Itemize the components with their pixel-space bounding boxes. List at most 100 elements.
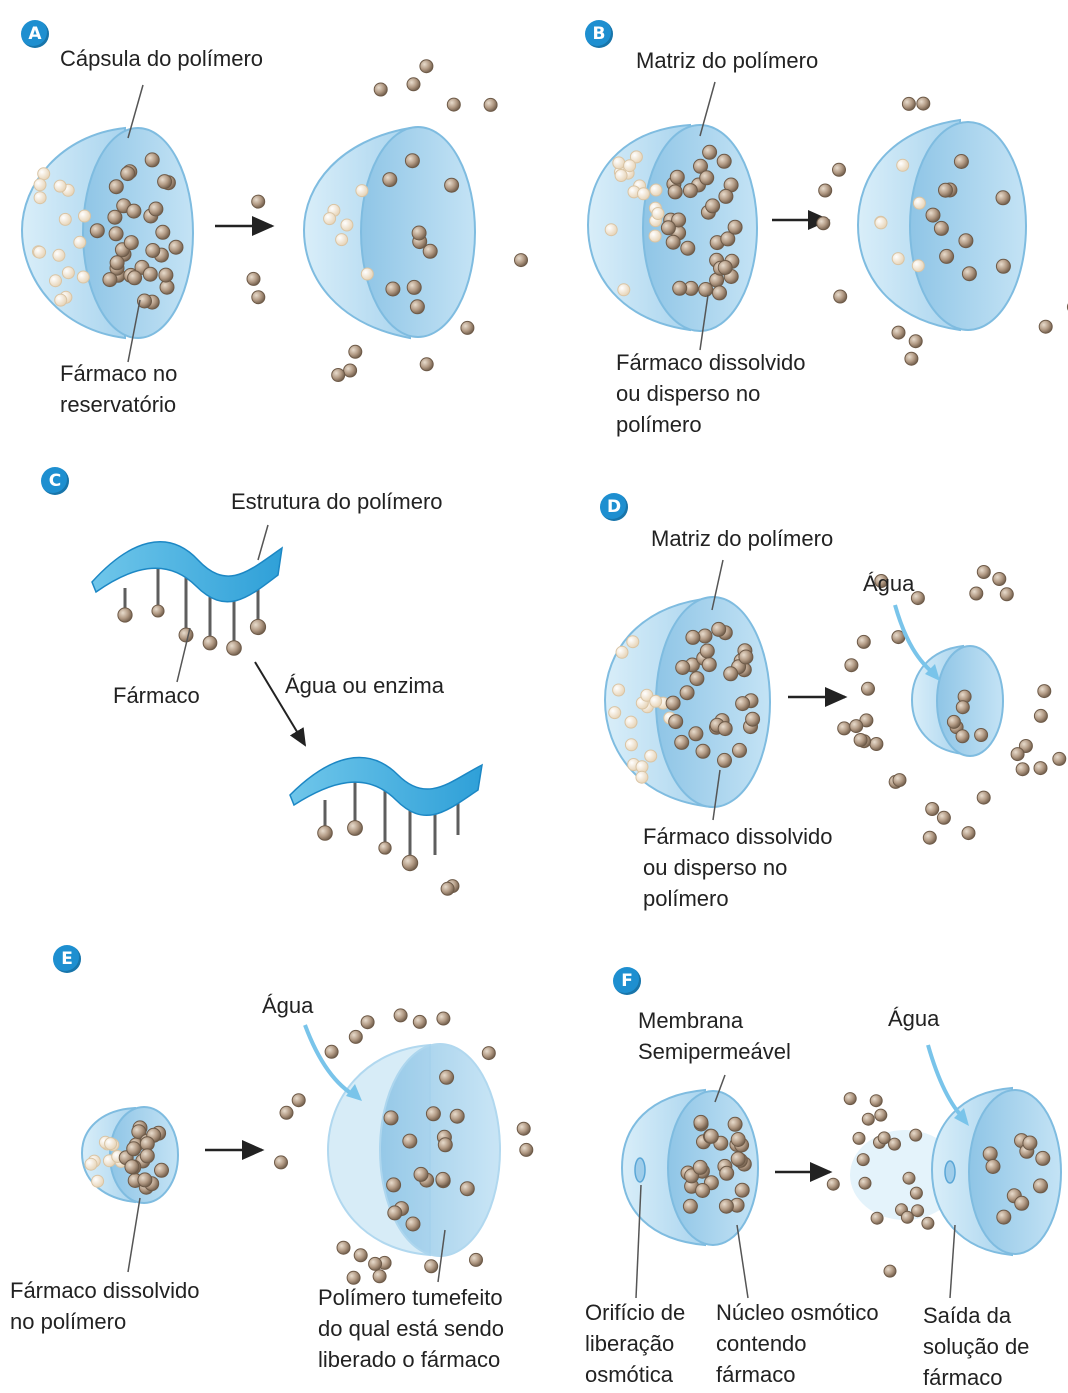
- panel-a: [22, 60, 528, 382]
- pale-drug-particle: [649, 230, 661, 242]
- drug-particle: [954, 155, 968, 169]
- drug-particle: [127, 204, 141, 218]
- drug-particle: [252, 195, 265, 208]
- drug-particle: [1011, 748, 1024, 761]
- pale-drug-particle: [85, 1158, 97, 1170]
- pale-drug-particle: [38, 168, 50, 180]
- pale-drug-particle: [638, 188, 650, 200]
- pale-drug-particle: [627, 636, 639, 648]
- drug-particle: [977, 791, 990, 804]
- drug-particle: [109, 227, 123, 241]
- pale-drug-particle: [650, 184, 662, 196]
- panel-e: [82, 1009, 533, 1284]
- drug-particle: [909, 335, 922, 348]
- dissolved-drug-label-line2: ou disperso no: [643, 852, 787, 883]
- drug-particle: [718, 722, 732, 736]
- drug-particle: [746, 712, 760, 726]
- drug-particle: [819, 184, 832, 197]
- drug-particle: [349, 345, 362, 358]
- exit-label-line1: Saída da: [923, 1300, 1011, 1331]
- drug-particle: [712, 622, 726, 636]
- pale-drug-particle: [912, 260, 924, 272]
- drug-particle: [934, 221, 948, 235]
- drug-particle: [731, 1152, 745, 1166]
- panel-badge-f: F: [613, 967, 641, 995]
- drug-particle: [997, 1210, 1011, 1224]
- drug-particle: [373, 1270, 386, 1283]
- drug-label: Fármaco: [113, 680, 200, 711]
- drug-particle: [384, 1111, 398, 1125]
- drug-particle: [838, 722, 851, 735]
- drug-particle: [445, 178, 459, 192]
- drug-particle: [689, 727, 703, 741]
- drug-particle: [833, 163, 846, 176]
- drug-particle: [700, 171, 714, 185]
- drug-particle: [143, 267, 157, 281]
- drug-particle: [1015, 1196, 1029, 1210]
- osmotic-orifice: [635, 1158, 645, 1182]
- drug-particle: [834, 290, 847, 303]
- polymer-structure-label: Estrutura do polímero: [231, 486, 443, 517]
- drug-particle: [845, 659, 858, 672]
- drug-particle: [124, 236, 138, 250]
- matrix-label: Matriz do polímero: [651, 523, 833, 554]
- drug-particle: [426, 1107, 440, 1121]
- drug-particle: [413, 1015, 426, 1028]
- drug-particle: [121, 167, 135, 181]
- drug-particle: [1053, 752, 1066, 765]
- drug-particle: [683, 184, 697, 198]
- drug-particle: [361, 1016, 374, 1029]
- swollen-polymer-label-line1: Polímero tumefeito: [318, 1282, 503, 1313]
- drug-particle: [425, 1260, 438, 1273]
- pale-drug-particle: [105, 1138, 117, 1150]
- drug-particle: [956, 730, 969, 743]
- water-label: Água: [262, 990, 313, 1021]
- drug-particle: [661, 221, 675, 235]
- drug-particle: [853, 1132, 865, 1144]
- pale-drug-particle: [625, 716, 637, 728]
- drug-particle: [902, 97, 915, 110]
- water-label: Água: [888, 1003, 939, 1034]
- reservoir-drug-label-line1: Fármaco no: [60, 358, 177, 389]
- drug-particle: [1034, 1179, 1048, 1193]
- drug-particle: [437, 1012, 450, 1025]
- drug-particle: [696, 744, 710, 758]
- drug-particle: [405, 154, 419, 168]
- drug-particle: [410, 300, 424, 314]
- pale-drug-particle: [624, 160, 636, 172]
- drug-particle: [1034, 762, 1047, 775]
- drug-particle: [337, 1241, 350, 1254]
- pale-drug-particle: [897, 159, 909, 171]
- panel-badge-b: B: [585, 20, 613, 48]
- pale-drug-particle: [34, 192, 46, 204]
- released-particles: [441, 880, 459, 896]
- drug-particle: [986, 1160, 1000, 1174]
- dissolved-drug-label-line3: polímero: [616, 409, 702, 440]
- pale-drug-particle: [609, 707, 621, 719]
- drug-particle: [407, 78, 420, 91]
- drug-particle: [420, 60, 433, 73]
- drug-particle: [675, 735, 689, 749]
- drug-particle: [917, 97, 930, 110]
- drug-particle: [348, 821, 363, 836]
- drug-particle: [717, 154, 731, 168]
- drug-particle: [875, 1109, 887, 1121]
- pale-drug-particle: [645, 750, 657, 762]
- panel-badge-e: E: [53, 945, 81, 973]
- drug-particle: [854, 734, 867, 747]
- pale-drug-particle: [652, 208, 664, 220]
- pale-drug-particle: [324, 213, 336, 225]
- drug-particle: [441, 882, 454, 895]
- drug-particle: [669, 715, 683, 729]
- drug-particle: [179, 628, 193, 642]
- drug-particle: [369, 1257, 382, 1270]
- drug-particle: [203, 636, 217, 650]
- drug-particle: [903, 1172, 915, 1184]
- drug-particle: [1000, 588, 1013, 601]
- drug-particle: [736, 697, 750, 711]
- drug-particle: [155, 1163, 169, 1177]
- water-enzyme-label: Água ou enzima: [285, 670, 444, 701]
- osmotic-open-core: [969, 1090, 1061, 1254]
- drug-particle: [718, 261, 732, 275]
- drug-particle: [844, 1093, 856, 1105]
